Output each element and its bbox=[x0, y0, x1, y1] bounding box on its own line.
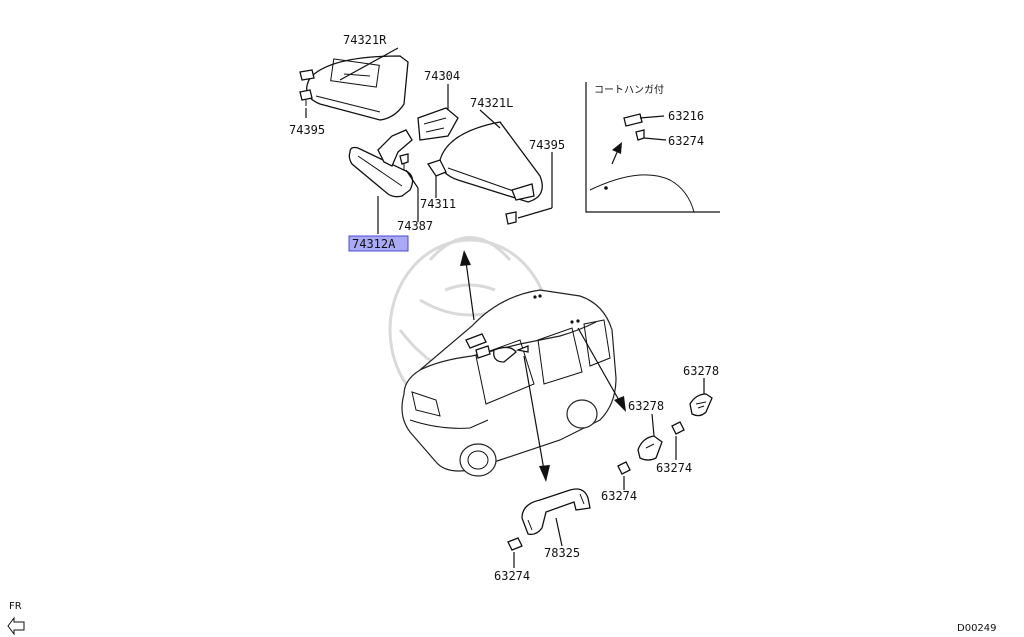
diagram-code: D00249 bbox=[957, 623, 997, 634]
screw-63274-right[interactable] bbox=[671, 421, 685, 435]
inset-box bbox=[585, 82, 720, 213]
clip-74395-right[interactable] bbox=[505, 211, 517, 225]
label-63274-inset[interactable]: 63274 bbox=[668, 134, 704, 148]
inset-title: コートハンガ付 bbox=[594, 83, 664, 96]
label-63278-mid[interactable]: 63278 bbox=[628, 399, 664, 413]
label-74321R[interactable]: 74321R bbox=[343, 33, 387, 47]
label-63278-top[interactable]: 63278 bbox=[683, 364, 719, 378]
label-74395-right[interactable]: 74395 bbox=[529, 138, 565, 152]
sun-visor-right[interactable] bbox=[299, 55, 409, 121]
arrow-to-top bbox=[460, 250, 475, 321]
label-63274-right[interactable]: 63274 bbox=[656, 461, 692, 475]
label-74312A[interactable]: 74312A bbox=[352, 237, 396, 251]
label-74321L[interactable]: 74321L bbox=[470, 96, 513, 110]
coat-hook-upper[interactable] bbox=[689, 393, 713, 417]
holder-74311[interactable] bbox=[426, 159, 447, 177]
sun-visor-left[interactable] bbox=[439, 121, 543, 203]
arrow-to-grip bbox=[523, 355, 550, 482]
label-78325[interactable]: 78325 bbox=[544, 546, 580, 560]
arrow-to-hooks bbox=[577, 327, 626, 412]
assist-grip[interactable] bbox=[521, 488, 591, 536]
label-74311[interactable]: 74311 bbox=[420, 197, 456, 211]
label-74387[interactable]: 74387 bbox=[397, 219, 433, 233]
inside-mirror[interactable] bbox=[348, 129, 414, 198]
label-63216[interactable]: 63216 bbox=[668, 109, 704, 123]
selected-part-highlight bbox=[348, 235, 409, 252]
screw-63274-bottom[interactable] bbox=[507, 537, 523, 551]
direction-label: FR bbox=[9, 601, 22, 612]
clip-74395-left[interactable] bbox=[299, 89, 313, 106]
direction-arrow-icon bbox=[7, 616, 25, 636]
label-74395-left[interactable]: 74395 bbox=[289, 123, 325, 137]
visor-bracket[interactable] bbox=[417, 107, 459, 141]
screw-74387[interactable] bbox=[399, 153, 409, 170]
label-63274-mid[interactable]: 63274 bbox=[601, 489, 637, 503]
vehicle-body bbox=[401, 289, 617, 477]
coat-hook-lower[interactable] bbox=[637, 435, 663, 461]
label-74304[interactable]: 74304 bbox=[424, 69, 460, 83]
screw-63274-mid[interactable] bbox=[617, 461, 631, 475]
label-63274-bottom[interactable]: 63274 bbox=[494, 569, 530, 583]
